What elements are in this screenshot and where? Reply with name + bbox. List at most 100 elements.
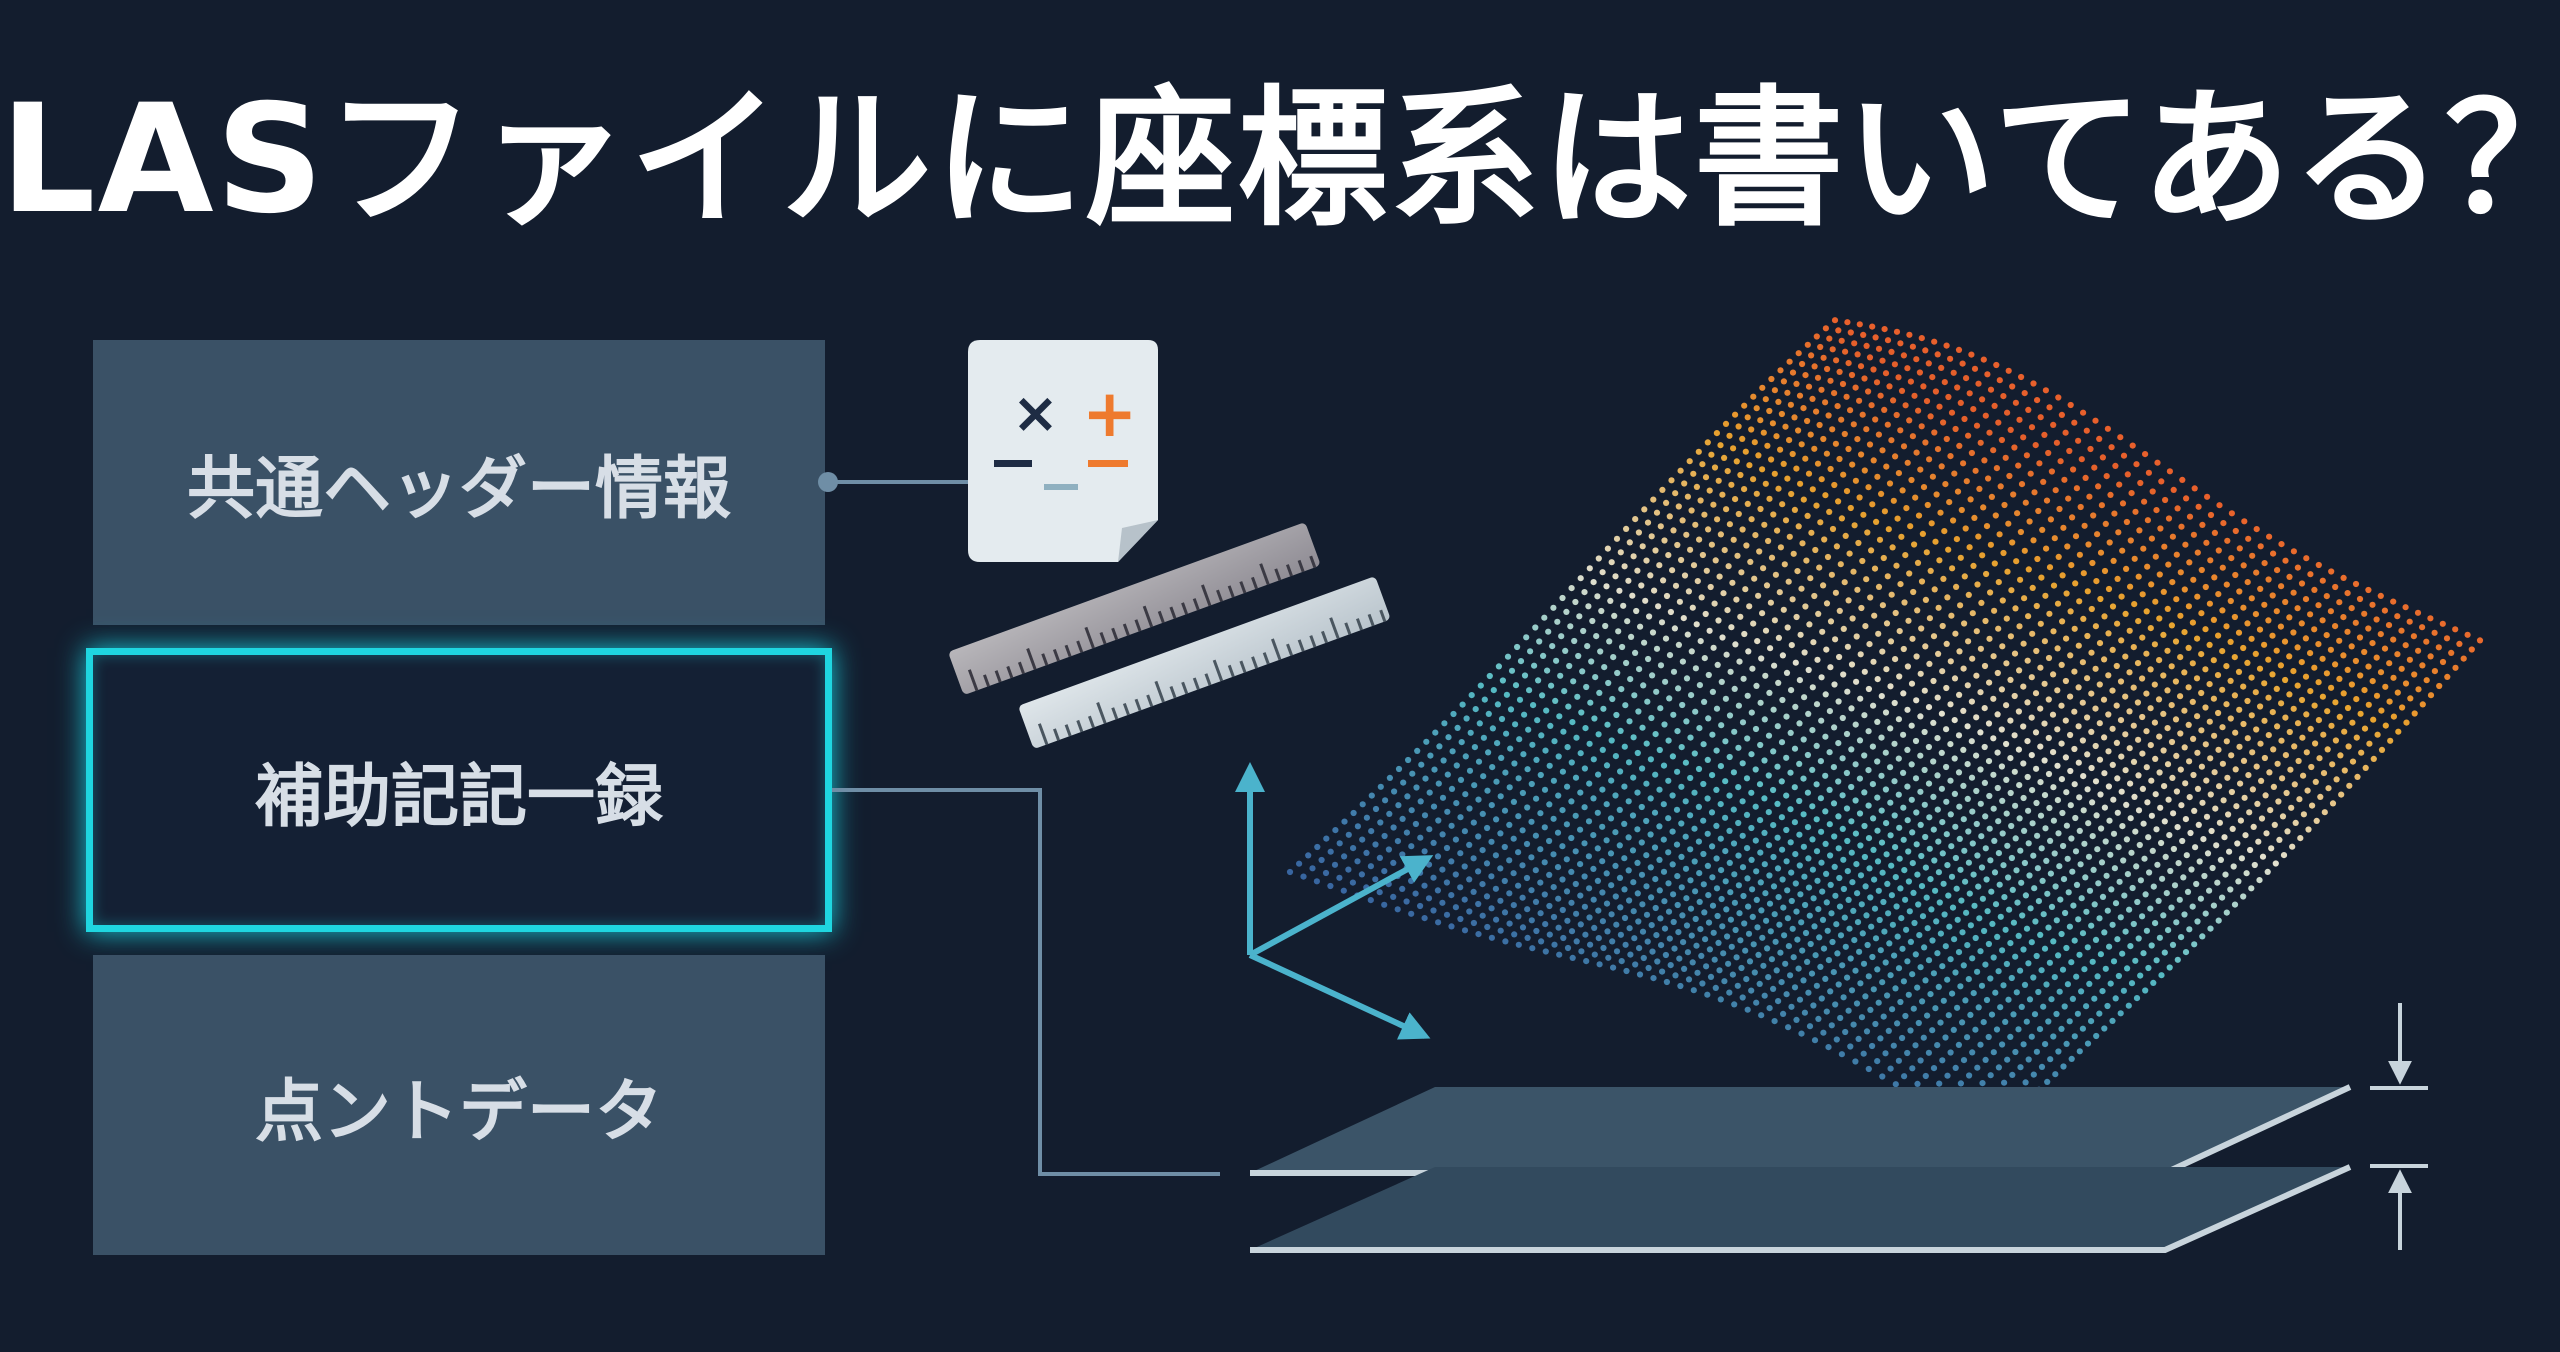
point-dot (1641, 639, 1648, 646)
point-dot (2325, 785, 2332, 792)
point-dot (1687, 877, 1694, 884)
point-dot (2046, 610, 2053, 617)
point-dot (1904, 1049, 1911, 1057)
point-dot (2213, 842, 2220, 849)
point-dot (1818, 995, 1825, 1002)
point-dot (2198, 610, 2205, 617)
point-dot (1678, 783, 1685, 790)
point-dot (1550, 913, 1558, 921)
point-dot (1559, 594, 1566, 602)
point-dot (2352, 657, 2359, 665)
ruler-icon (949, 523, 1320, 694)
point-dot (1753, 999, 1760, 1006)
point-dot (1912, 951, 1919, 958)
point-dot (1795, 523, 1802, 530)
point-dot (1863, 1028, 1871, 1035)
minus-left-symbol (994, 460, 1032, 467)
point-dot (2307, 725, 2314, 733)
point-dot (1878, 490, 1885, 497)
point-dot (1858, 451, 1865, 458)
point-dot (1788, 869, 1795, 876)
point-dot (1726, 521, 1733, 528)
point-dot (2136, 527, 2143, 534)
point-dot (1471, 744, 1478, 751)
point-dot (2155, 696, 2163, 703)
point-dot (1728, 624, 1735, 631)
point-dot (2065, 495, 2072, 502)
point-dot (2160, 747, 2167, 754)
point-dot (1868, 923, 1875, 930)
point-dot (1658, 942, 1665, 949)
point-dot (1836, 455, 1843, 463)
point-dot (1882, 749, 1889, 756)
point-dot (2286, 614, 2293, 621)
point-dot (2269, 592, 2276, 599)
point-dot (1761, 716, 1768, 723)
point-dot (2236, 588, 2243, 595)
point-dot (1771, 911, 1778, 918)
point-dot (2084, 714, 2091, 721)
point-dot (1894, 1020, 1901, 1027)
point-dot (2206, 887, 2213, 894)
point-dot (1765, 842, 1773, 849)
point-dot (1951, 755, 1958, 762)
point-dot (2203, 777, 2210, 784)
point-dot (1665, 849, 1672, 856)
point-dot (1489, 725, 1496, 732)
point-dot (1929, 374, 1936, 381)
point-dot (1479, 810, 1486, 818)
point-dot (1990, 735, 1997, 742)
point-dot (1993, 1026, 2001, 1033)
point-dot (1840, 885, 1847, 893)
point-dot (1804, 789, 1811, 796)
point-dot (1613, 711, 1620, 719)
point-dot (1683, 718, 1690, 725)
point-dot (1964, 761, 1971, 768)
point-dot (1954, 384, 1961, 391)
point-dot (1665, 552, 1672, 559)
point-dot (1917, 788, 1924, 795)
point-dot (1930, 719, 1937, 727)
point-dot (1739, 760, 1746, 767)
point-dot (2156, 615, 2163, 622)
point-dot (1832, 1001, 1839, 1008)
point-dot (1874, 718, 1881, 726)
point-dot (2091, 901, 2098, 908)
point-dot (2015, 746, 2022, 753)
point-dot (1955, 949, 1963, 956)
point-dot (1966, 1072, 1973, 1079)
point-dot (2402, 680, 2410, 687)
point-dot (1300, 873, 1307, 880)
point-dot (2137, 479, 2144, 487)
point-dot (1670, 711, 1677, 718)
point-dot (1547, 722, 1554, 730)
point-dot (1425, 895, 1433, 902)
point-dot (1954, 916, 1961, 923)
point-dot (1696, 536, 1703, 543)
point-dot (1774, 800, 1781, 808)
point-dot (1872, 1020, 1879, 1028)
point-dot (1955, 732, 1963, 739)
point-dot (2261, 754, 2268, 762)
point-dot (1985, 758, 1993, 765)
point-dot (2153, 507, 2160, 514)
point-dot (2037, 664, 2044, 671)
point-dot (1767, 928, 1774, 935)
point-dot (1704, 439, 1711, 446)
point-dot (2119, 823, 2126, 830)
point-dot (1771, 387, 1778, 394)
point-dot (2026, 996, 2034, 1003)
point-dot (1603, 900, 1611, 907)
point-dot (1962, 878, 1969, 885)
point-dot (1824, 365, 1831, 373)
point-dot (2193, 880, 2200, 888)
point-dot (1918, 335, 1925, 342)
point-dot (1785, 1024, 1792, 1031)
point-dot (1948, 409, 1956, 416)
point-dot (1519, 894, 1526, 901)
point-dot (1780, 460, 1787, 467)
point-dot (1390, 859, 1397, 867)
point-dot (2093, 812, 2100, 819)
point-dot (1826, 508, 1833, 515)
point-dot (2232, 766, 2239, 773)
